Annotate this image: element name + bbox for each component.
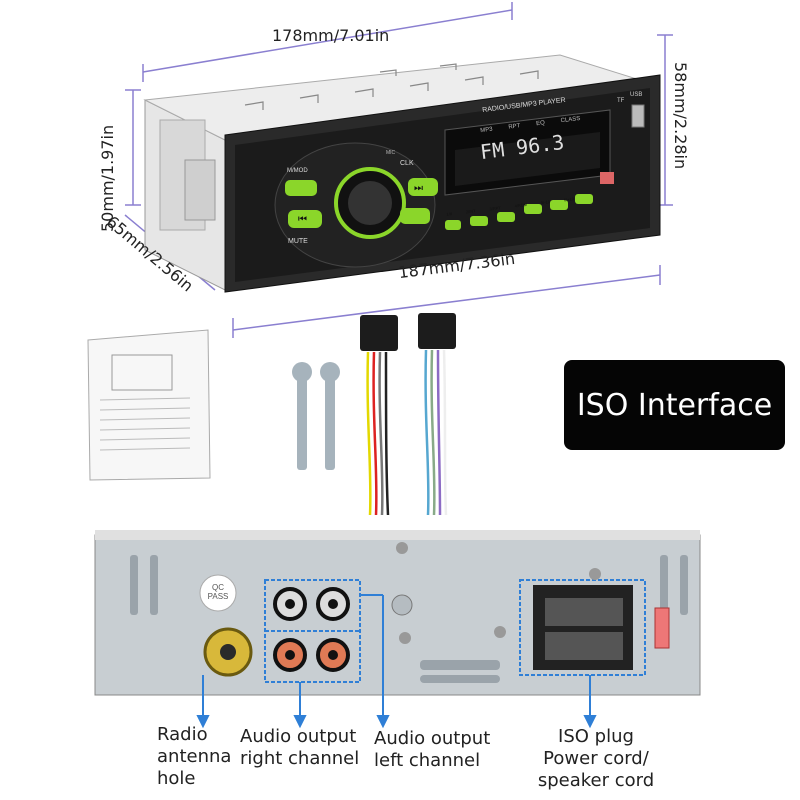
indicator-eq: EQ	[535, 120, 546, 128]
tf-label: TF	[617, 98, 625, 104]
clk-label: CLK	[400, 160, 414, 167]
label-right-line2: right channel	[240, 748, 360, 769]
pass-text: PASS	[207, 592, 229, 601]
mode-label: M/MOD	[287, 168, 308, 174]
mode-button[interactable]	[285, 180, 317, 196]
callout-lines	[196, 594, 597, 729]
label-right-channel: Audio output right channel	[240, 726, 359, 770]
mute-label: MUTE	[288, 238, 308, 245]
iso-harness	[360, 313, 456, 516]
label-antenna-line1: Radio	[157, 724, 208, 745]
label-left-channel: Audio output left channel	[374, 728, 490, 772]
chassis	[143, 54, 641, 291]
label-iso-line2: Power cord/	[543, 748, 649, 769]
faceplate: ⏮ ⏭	[224, 74, 661, 293]
label-left-line2: left channel	[374, 750, 481, 771]
rca-jacks[interactable]	[273, 587, 350, 672]
qc-sticker	[199, 574, 237, 612]
label-antenna-line2: antenna	[157, 746, 232, 767]
iso-connector[interactable]	[533, 585, 633, 670]
svg-text:⏮: ⏮	[298, 214, 307, 225]
usb-label: USB	[630, 92, 643, 98]
iso-interface-badge: ISO Interface	[564, 360, 785, 450]
label-iso-line1: ISO plug	[558, 726, 634, 747]
removal-keys	[292, 362, 340, 470]
clk-button[interactable]	[400, 208, 430, 224]
label-antenna-line3: hole	[157, 768, 196, 789]
svg-text:⏭: ⏭	[414, 183, 423, 194]
label-right-line1: Audio output	[240, 726, 357, 747]
usb-port[interactable]	[631, 104, 645, 128]
label-iso-plug: ISO plug Power cord/ speaker cord	[536, 726, 656, 792]
qc-text: QC	[212, 583, 224, 592]
label-antenna: Radio antenna hole	[157, 724, 231, 790]
label-iso-line3: speaker cord	[537, 770, 655, 791]
label-left-line1: Audio output	[374, 728, 491, 749]
dimension-width-top: 178mm/7.01in	[272, 26, 390, 45]
user-manual	[87, 329, 211, 481]
dimension-height-right: 58mm/2.28in	[671, 62, 690, 170]
aux-port[interactable]	[600, 172, 614, 184]
rear-panel	[94, 530, 701, 696]
mic-label: MIC	[386, 150, 396, 156]
preset-buttons[interactable]	[445, 194, 593, 230]
next-button[interactable]	[408, 178, 438, 196]
prev-button[interactable]	[288, 210, 322, 228]
preset-1[interactable]: 1/II	[446, 211, 453, 217]
qc-sticker-text: QC PASS	[205, 583, 231, 601]
